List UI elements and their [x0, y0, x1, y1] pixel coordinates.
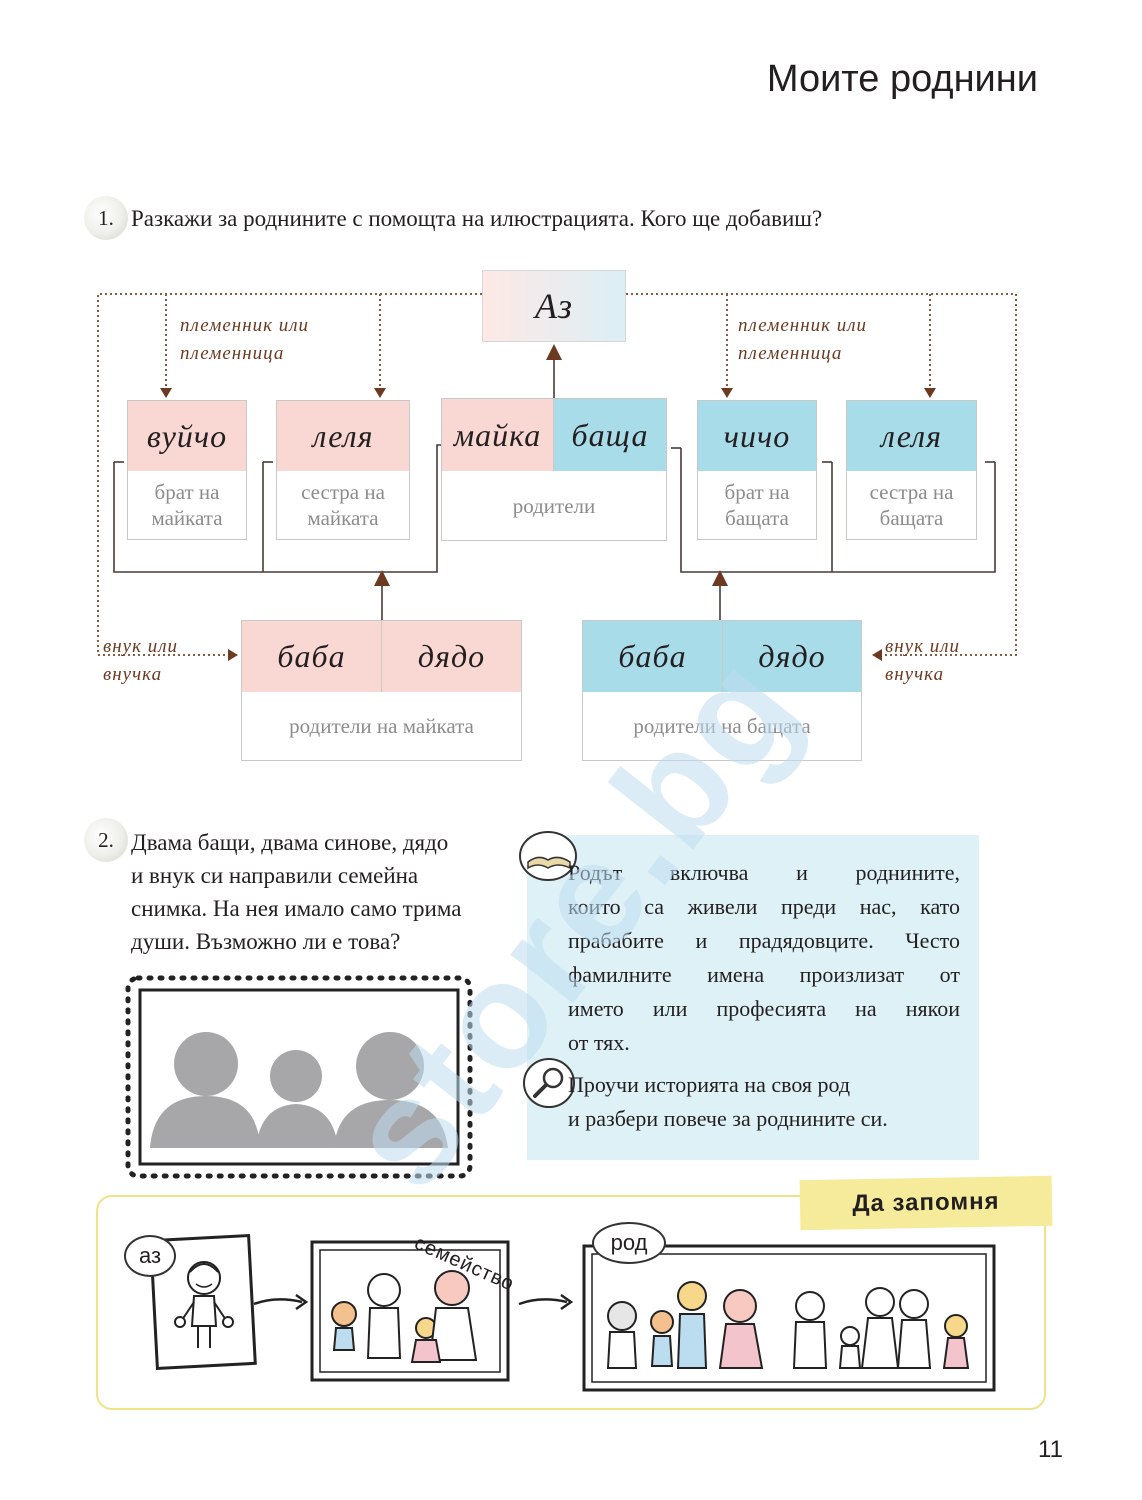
task-2-line1: Двама бащи, двама синове, дядо — [131, 830, 449, 855]
uncle-mother-desc-line2: майката — [151, 506, 223, 530]
info-line7: Проучи историята на своя род — [568, 1072, 851, 1097]
task-2-text: Двама бащи, двама синове, дядо и внук си… — [131, 826, 461, 958]
info-text-1: Родът включва и роднините, — [568, 856, 960, 890]
kin-bubble: род — [592, 1222, 666, 1264]
family-frame — [310, 1240, 510, 1382]
uncle-mother-desc-line1: брат на — [154, 480, 220, 504]
uncle-father-desc-line1: брат на — [724, 480, 790, 504]
me-bubble: аз — [124, 1235, 176, 1277]
page-number: 11 — [1038, 1436, 1063, 1463]
silhouettes — [150, 1032, 448, 1148]
label-nephew-left-line2: племенница — [180, 343, 285, 364]
uncle-father-desc-line2: бащата — [725, 506, 789, 530]
aunt-father-desc-line1: сестра на — [869, 480, 954, 504]
label-grandchild-right-line1: внук или — [885, 636, 961, 657]
info-line3: прабабите и прадядовците. Често — [568, 928, 960, 953]
remember-banner: Да запомня — [799, 1175, 1053, 1231]
label-nephew-right-line2: племенница — [738, 343, 843, 364]
task-2-line4: души. Възможно ли е това? — [131, 929, 401, 954]
info-line8: и разбери повече за роднините си. — [568, 1106, 888, 1131]
me-frame — [149, 1233, 257, 1371]
remember-panel — [96, 1195, 1046, 1410]
task-2-number: 2. — [84, 818, 128, 862]
aunt-father-desc-line2: бащата — [879, 506, 944, 530]
aunt-mother-desc-line2: майката — [307, 506, 379, 530]
aunt-father-desc: сестра на бащата — [847, 471, 976, 539]
task-1-text: Разкажи за роднините с помощта на илюстр… — [131, 206, 823, 231]
uncle-father-card: чичо брат на бащата — [697, 400, 817, 540]
label-grandchild-left-line1: внук или — [103, 636, 179, 657]
label-nephew-right-line1: племенник или — [738, 315, 868, 336]
label-grandchild-right: внук или внучка — [885, 633, 960, 689]
label-grandchild-right-line2: внучка — [885, 664, 945, 685]
grandparents-mother-card: баба дядо родители на майката — [241, 620, 522, 761]
arrow-icon-2 — [518, 1293, 574, 1311]
info-line4: фамилните имена произлизат от — [568, 962, 960, 987]
task-1-number-text: 1. — [98, 205, 114, 230]
label-grandchild-left-line2: внучка — [103, 664, 163, 685]
aunt-mother-name: леля — [277, 401, 409, 471]
info-line1: Родът включва и роднините, — [568, 860, 960, 885]
info-panel — [527, 835, 979, 1160]
aunt-father-name: леля — [847, 401, 976, 471]
page-title: Моите роднини — [766, 58, 1038, 100]
grandpa-father-name: дядо — [723, 621, 861, 692]
grandma-father-name: баба — [583, 621, 723, 692]
uncle-mother-desc: брат на майката — [128, 471, 246, 539]
father-name: баща — [554, 399, 666, 471]
grandparents-father-card: баба дядо родители на бащата — [582, 620, 862, 761]
aunt-mother-desc: сестра на майката — [277, 471, 409, 539]
uncle-mother-name: вуйчо — [128, 401, 246, 471]
info-text-2: Проучи историята на своя род и разбери п… — [568, 1068, 960, 1136]
parents-desc: родители — [512, 493, 596, 518]
label-grandchild-left: внук или внучка — [103, 633, 178, 689]
remember-banner-text: Да запомня — [852, 1187, 1000, 1218]
info-text-1b: които са живели преди нас, като прабабит… — [568, 890, 960, 1060]
label-nephew-right: племенник или племенница — [738, 312, 867, 368]
info-line6: от тях. — [568, 1030, 630, 1055]
uncle-mother-card: вуйчо брат на майката — [127, 400, 247, 540]
family-photo-frame — [125, 975, 473, 1179]
uncle-father-desc: брат на бащата — [698, 471, 816, 539]
label-nephew-left-line1: племенник или — [180, 315, 310, 336]
aunt-mother-card: леля сестра на майката — [276, 400, 410, 540]
label-nephew-left: племенник или племенница — [180, 312, 309, 368]
task-2-number-text: 2. — [98, 827, 114, 852]
grandpa-mother-name: дядо — [382, 621, 521, 692]
info-line5: името или професията на някои — [568, 996, 960, 1021]
magnifier-icon — [523, 1058, 575, 1108]
arrow-icon-1 — [253, 1293, 309, 1311]
kin-frame — [582, 1244, 996, 1392]
uncle-father-name: чичо — [698, 401, 816, 471]
task-1-number: 1. — [84, 196, 128, 240]
open-book-icon — [519, 831, 577, 881]
grandparents-mother-desc: родители на майката — [289, 714, 474, 738]
mother-name: майка — [442, 399, 554, 471]
parents-card: майка баща родители — [441, 398, 667, 541]
aunt-father-card: леля сестра на бащата — [846, 400, 977, 540]
me-box: Аз — [482, 270, 626, 342]
task-2-line3: снимка. На нея имало само трима — [131, 896, 462, 921]
grandparents-father-desc: родители на бащата — [633, 714, 811, 738]
task-2-line2: и внук си направили семейна — [131, 863, 419, 888]
me-label: Аз — [534, 286, 574, 326]
aunt-mother-desc-line1: сестра на — [301, 480, 385, 504]
grandma-mother-name: баба — [242, 621, 382, 692]
info-line2: които са живели преди нас, като — [568, 894, 960, 919]
